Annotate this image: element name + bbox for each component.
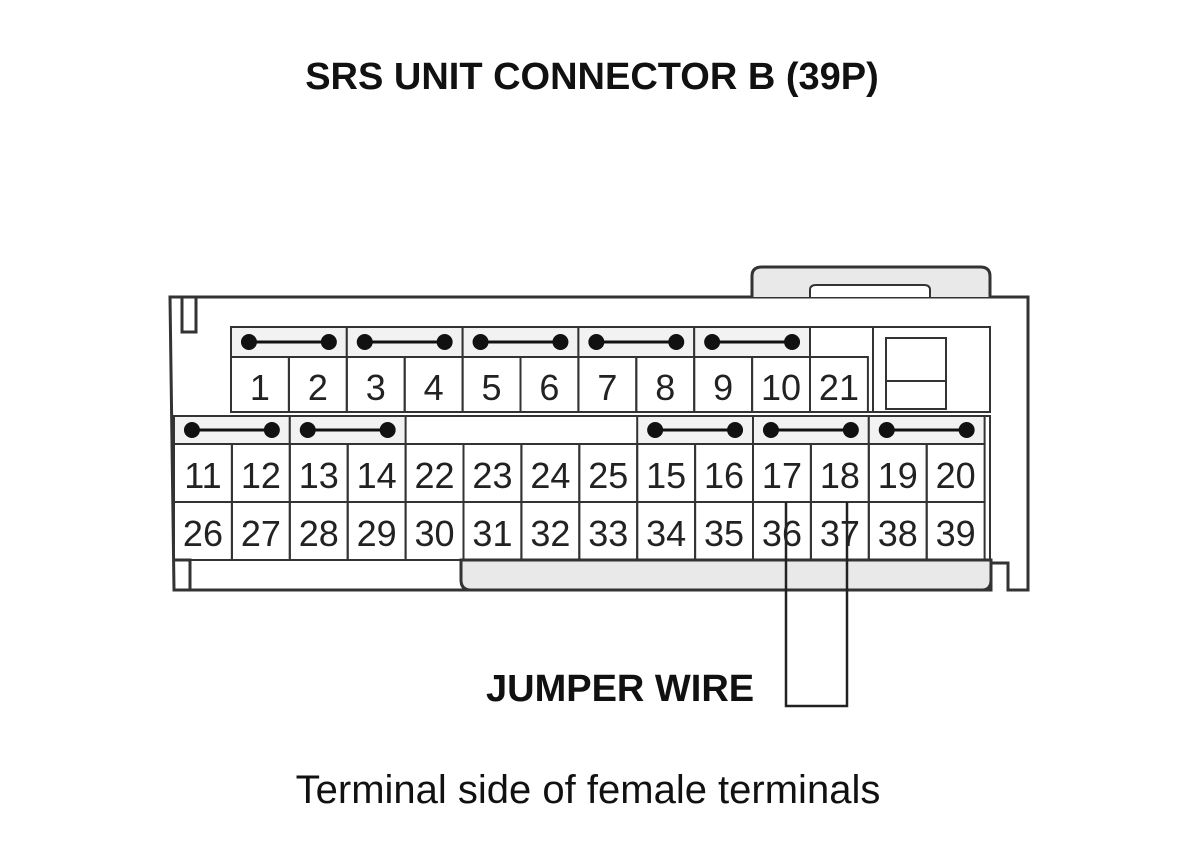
terminal-19-label: 19 [878,455,918,496]
bar-dot-16 [727,422,744,438]
bar-dot-20 [958,422,975,438]
terminal-16-label: 16 [704,455,744,496]
jumper-wire-label: JUMPER WIRE [486,668,755,710]
bar-dot-1 [240,334,257,350]
bar-dot-6 [552,334,569,350]
terminal-36-label: 36 [762,513,802,554]
bar-dot-13 [299,422,316,438]
locator-window [885,337,947,410]
terminal-37-label: 37 [820,513,860,554]
bar-dot-8 [668,334,685,350]
terminal-18-label: 18 [820,455,860,496]
terminal-1-label: 1 [250,367,270,408]
bar-dot-7 [588,334,605,350]
terminal-10-label: 10 [761,367,801,408]
terminal-8-label: 8 [655,367,675,408]
terminal-34-label: 34 [646,513,686,554]
terminal-13-label: 13 [299,455,339,496]
terminal-27-label: 27 [241,513,281,554]
terminal-20-label: 20 [936,455,976,496]
bar-dot-17 [762,422,779,438]
terminal-26-label: 26 [183,513,223,554]
bottom-shroud [459,558,993,592]
terminal-32-label: 32 [530,513,570,554]
terminal-24-label: 24 [530,455,570,496]
bar-dot-9 [704,334,721,350]
terminal-6-label: 6 [539,367,559,408]
terminal-35-label: 35 [704,513,744,554]
terminal-7-label: 7 [597,367,617,408]
terminal-15-label: 15 [646,455,686,496]
bar-dot-3 [356,334,373,350]
bar-dot-12 [263,422,280,438]
caption: Terminal side of female terminals [295,768,881,812]
terminal-21-label: 21 [819,367,859,408]
diagram-title: SRS UNIT CONNECTOR B (39P) [305,56,879,98]
housing-left-notch [180,297,198,334]
terminal-2-label: 2 [308,367,328,408]
terminal-14-label: 14 [357,455,397,496]
bar-dot-18 [842,422,859,438]
bar-dot-4 [436,334,453,350]
terminal-11-label: 11 [184,455,221,496]
lock-tab-inner [809,284,931,297]
bar-dot-11 [183,422,200,438]
bar-dot-5 [472,334,489,350]
terminal-12-label: 12 [241,455,281,496]
jumper-wire [784,502,849,708]
bar-dot-14 [379,422,396,438]
terminal-5-label: 5 [482,367,502,408]
terminal-38-label: 38 [878,513,918,554]
terminal-4-label: 4 [424,367,444,408]
terminal-3-label: 3 [366,367,386,408]
terminal-29-label: 29 [357,513,397,554]
row3-cell-39 [925,501,986,561]
terminal-22-label: 22 [415,455,455,496]
bar-dot-2 [320,334,337,350]
shorting-bars [173,326,986,445]
terminal-33-label: 33 [588,513,628,554]
terminal-25-label: 25 [588,455,628,496]
locator-frame [872,326,991,413]
bar-dot-19 [878,422,895,438]
bar-dot-10 [784,334,801,350]
terminal-23-label: 23 [472,455,512,496]
terminal-17-label: 17 [762,455,802,496]
terminal-9-label: 9 [713,367,733,408]
terminal-30-label: 30 [415,513,455,554]
bar-dot-15 [647,422,664,438]
terminal-28-label: 28 [299,513,339,554]
terminal-31-label: 31 [472,513,512,554]
terminal-39-label: 39 [936,513,976,554]
